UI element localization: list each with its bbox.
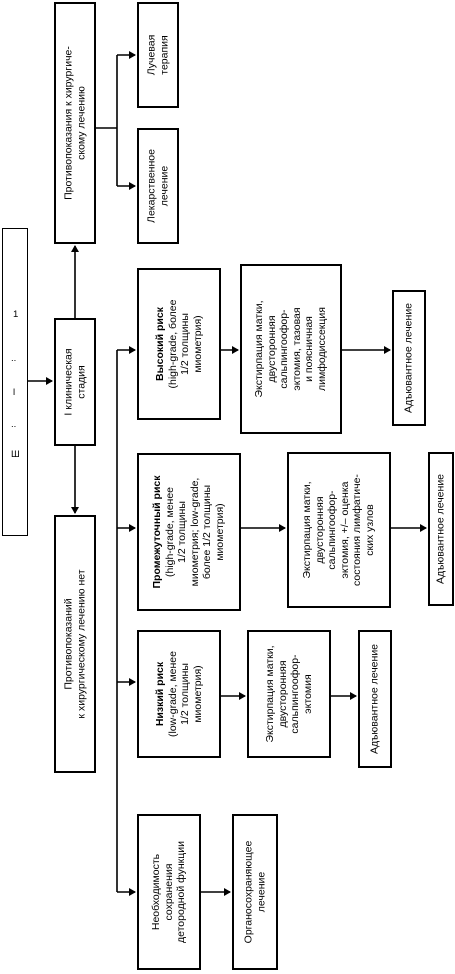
node-text-line: миометрия; low-grade, <box>189 477 201 587</box>
intermediate-risk-adjuvant-node: Адъювантное лечение <box>428 452 454 606</box>
low-risk-adjuvant-node-text: Адъювантное лечение <box>369 633 382 765</box>
node-text-line: сальпингоофор- <box>278 309 291 389</box>
node-text-line: более 1/2 толщины <box>201 484 214 580</box>
title-fragment: l <box>13 387 16 398</box>
node-text-line: Противопоказаний <box>62 598 75 690</box>
node-text-line: (low-grade, менее <box>166 651 179 737</box>
node-text-line: двусторонняя <box>313 496 326 564</box>
node-text-line: I клиническая <box>62 348 75 416</box>
node-text-line: к хирургическому лечению нет <box>75 569 87 719</box>
node-text-line: сальпингоофор- <box>289 654 301 734</box>
node-text-line: стадия <box>75 365 87 399</box>
low-risk-adjuvant-node: Адъювантное лечение <box>358 630 392 768</box>
node-text-line: Низкий риск <box>153 661 166 727</box>
node-text-line: детородной функции <box>175 840 188 944</box>
node-text-line: Экстирпация матки, <box>301 481 314 579</box>
node-text-line: 1/2 толщины <box>179 313 191 375</box>
node-text-line: 1/2 толщины <box>179 663 191 725</box>
node-text-line: сальпингоофор- <box>326 490 339 570</box>
node-text-line: (high-grade, более <box>166 299 179 389</box>
node-text-line: лечение <box>158 165 170 207</box>
node-text-line: Экстирпация матки, <box>253 300 266 398</box>
title-fragment: .. <box>11 353 17 364</box>
node-text-line: Высокий риск <box>153 307 166 381</box>
high-risk-adjuvant-node: Адъювантное лечение <box>392 290 426 426</box>
node-text-line: Органосохраняющее <box>242 840 255 944</box>
node-text-line: лечение <box>255 871 267 913</box>
node-text-line: 1/2 толщины <box>176 501 189 563</box>
node-text-line: лимфодиссекция <box>316 307 329 391</box>
high-risk-adjuvant-node-text: Адъювантное лечение <box>403 293 416 423</box>
node-text-line: и поясничная <box>303 316 316 382</box>
title-box: Ш .. l .. 1 <box>2 228 28 536</box>
node-text-line: Лучевая <box>145 34 158 76</box>
title-fragment: .. <box>11 419 17 430</box>
node-text-line: Экстирпация матки, <box>263 645 276 743</box>
contraindications-node: Противопоказания к хирургиче-скому лечен… <box>54 2 96 244</box>
node-text-line: (high-grade, менее <box>163 486 176 578</box>
node-text-line: Адъювантное лечение <box>402 302 415 414</box>
node-text-line: эктомия <box>301 674 314 714</box>
node-text-line: Лекарственное <box>145 149 158 223</box>
node-text-line: Промежуточный риск <box>151 475 164 589</box>
node-text-line: миометрия) <box>191 315 204 373</box>
node-text-line: Адъювантное лечение <box>434 473 447 585</box>
node-text-line: терапия <box>158 35 170 75</box>
node-text-line: скому лечению <box>75 86 87 160</box>
node-text-line: ских узлов <box>364 504 377 556</box>
node-text-line: двусторонняя <box>276 660 289 728</box>
node-text-line: Необходимость <box>150 853 163 931</box>
intermediate-risk-adjuvant-node-text: Адъювантное лечение <box>435 455 448 603</box>
node-text-line: эктомия, +/– оценка <box>339 481 351 579</box>
contraindications-node-text: Противопоказания к хирургиче-скому лечен… <box>62 8 87 238</box>
node-text-line: Противопоказания к хирургиче- <box>62 46 75 200</box>
node-text-line: двусторонняя <box>265 315 278 383</box>
node-text-line: эктомия, тазовая <box>291 307 303 391</box>
node-text-line: миометрия) <box>214 503 227 561</box>
title-fragment: 1 <box>13 309 19 320</box>
title-fragment: Ш <box>11 449 20 460</box>
node-text-line: Адъювантное лечение <box>368 643 381 755</box>
node-text-line: состояния лимфатиче- <box>351 474 364 586</box>
node-text-line: миометрия) <box>191 665 204 723</box>
node-text-line: сохранения <box>162 863 175 921</box>
